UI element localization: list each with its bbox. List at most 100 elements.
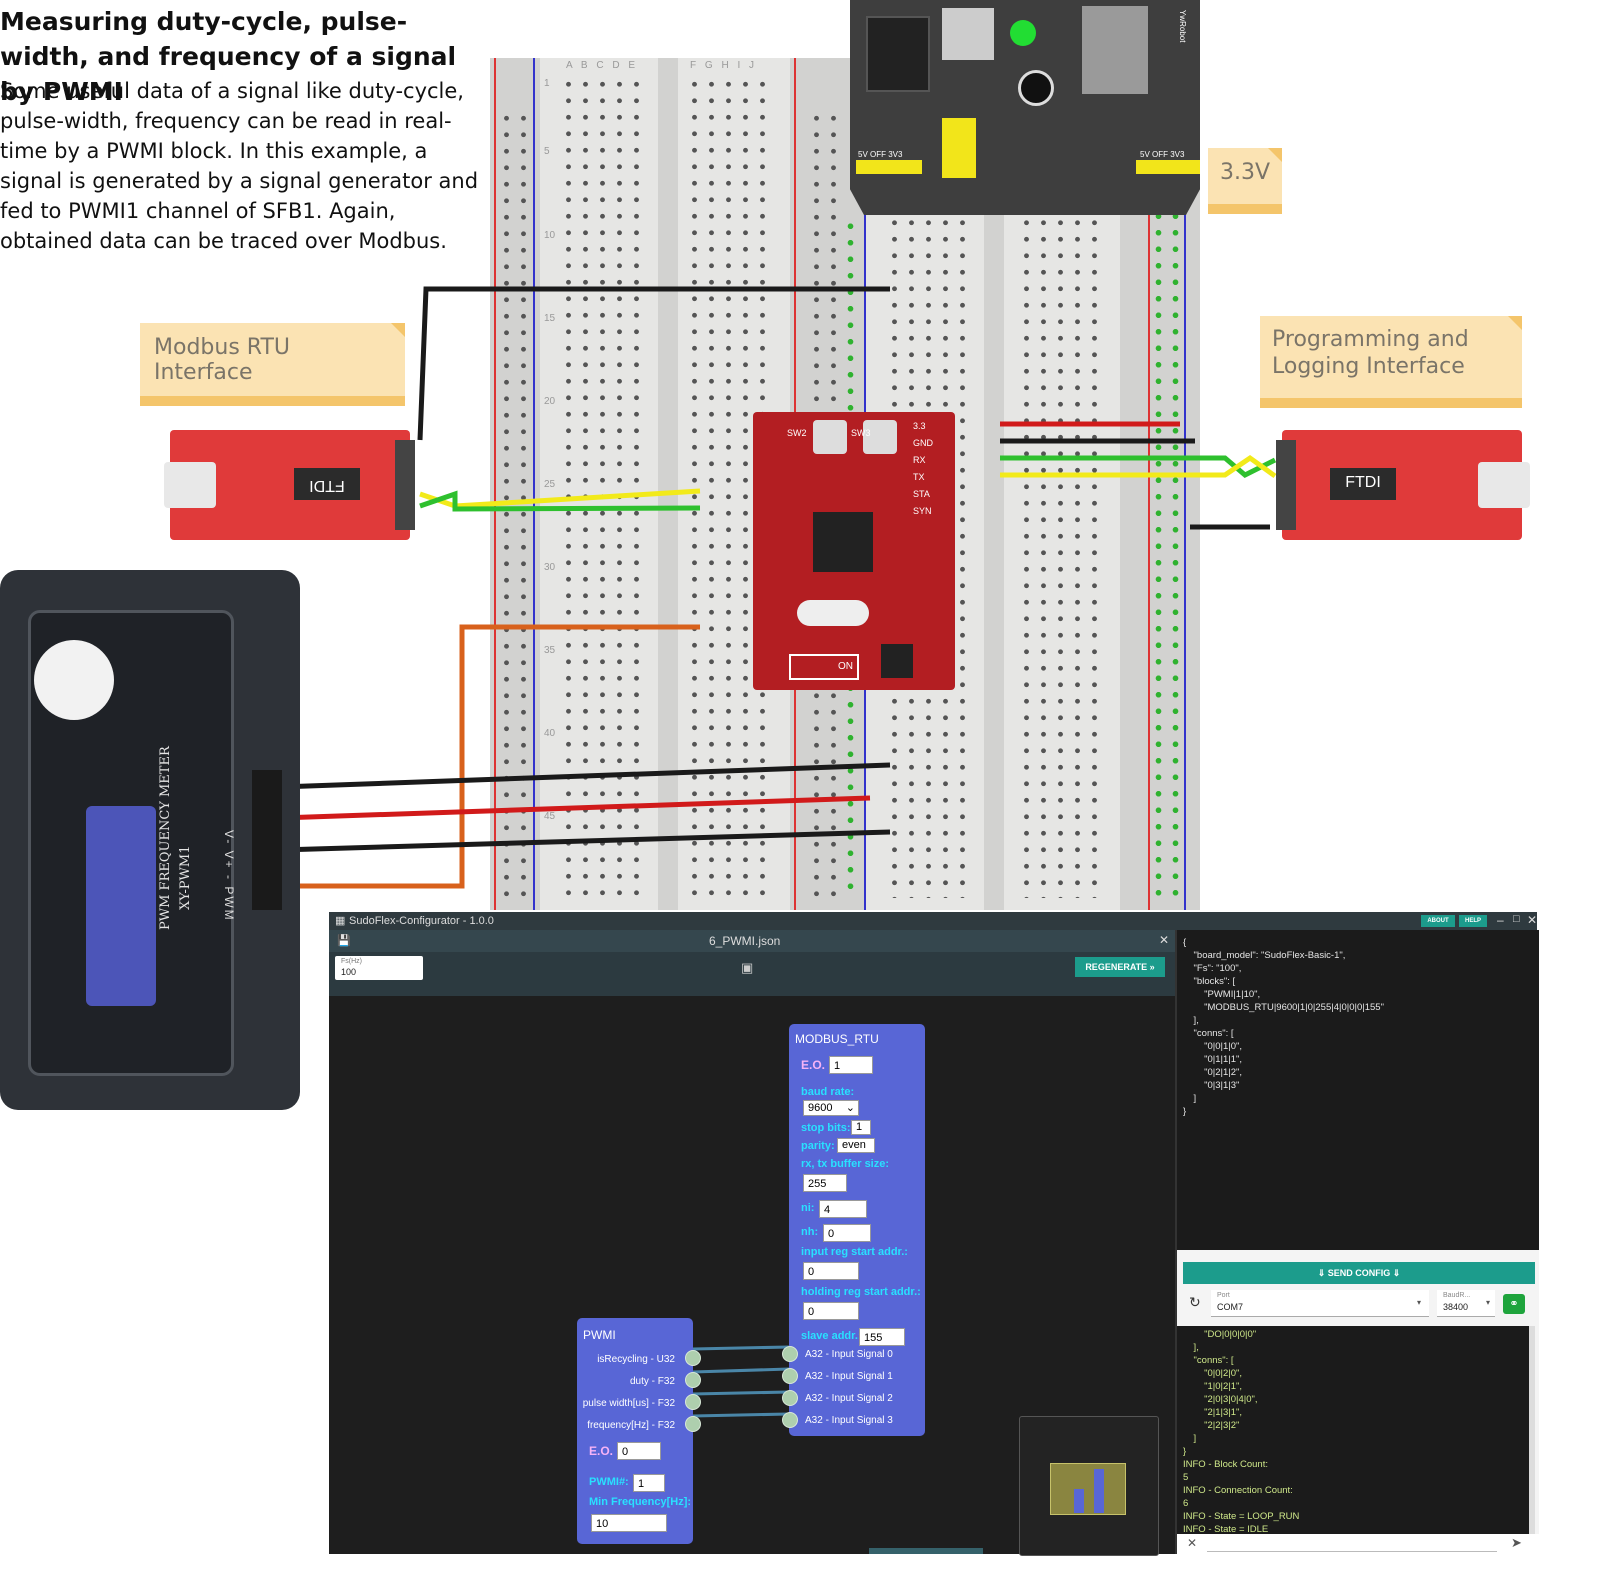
connect-link-icon[interactable]: ⚭ [1503, 1294, 1525, 1314]
window-titlebar: ▦ SudoFlex-Configurator - 1.0.0 ABOUT HE… [329, 912, 1537, 930]
command-input[interactable] [1207, 1536, 1497, 1552]
holding-reg-label: holding reg start addr.: [801, 1286, 921, 1298]
wiring [279, 286, 1277, 889]
json-line: "Fs": "100", [1183, 963, 1242, 974]
minimap[interactable] [1019, 1416, 1159, 1556]
eo-label: E.O. [589, 1444, 614, 1458]
log-line: ] [1183, 1433, 1197, 1444]
port-select[interactable]: Port COM7 ▾ [1211, 1290, 1429, 1317]
log-line: INFO - State = IDLE [1183, 1524, 1269, 1535]
close-tab-icon[interactable]: ✕ [1159, 933, 1170, 947]
note-voltage: 3.3V [1208, 148, 1282, 214]
wire-yellow-right [1000, 454, 1277, 479]
log-line: INFO - Connection Count: [1183, 1485, 1293, 1496]
wire-black-top [417, 286, 890, 441]
input-reg-label: input reg start addr.: [801, 1246, 908, 1258]
output-port-dot[interactable] [685, 1416, 701, 1432]
rail-select-label: 5V OFF 3V3 [858, 150, 903, 159]
parity-select[interactable]: even [837, 1138, 875, 1153]
stop-bits-select[interactable]: 1 [851, 1120, 871, 1135]
input-reg-input[interactable]: 0 [803, 1262, 859, 1280]
meter-model-code: XY-PWM1 [178, 845, 193, 911]
ftdi-chip-label: FTDI [294, 468, 360, 500]
horizontal-scrollbar[interactable] [869, 1548, 983, 1554]
breadboard-row-number: 15 [544, 313, 556, 324]
ni-input[interactable]: 4 [819, 1200, 867, 1218]
nh-input[interactable]: 0 [823, 1224, 871, 1242]
eo-input[interactable]: 1 [829, 1056, 873, 1074]
buffer-size-label: rx, tx buffer size: [801, 1158, 890, 1170]
breadboard-columns-right: F G H I J [690, 60, 757, 71]
stop-bits-label: stop bits: [801, 1122, 851, 1134]
breadboard-row-number: 25 [544, 479, 556, 490]
usb-connector-icon [164, 462, 216, 508]
maximize-icon[interactable]: □ [1513, 913, 1520, 925]
breadboard-row-number: 10 [544, 230, 556, 241]
regenerate-button[interactable]: REGENERATE » [1075, 957, 1165, 977]
minimap-viewport[interactable] [1050, 1463, 1126, 1515]
output-port-label: isRecycling - U32 [597, 1354, 675, 1365]
pwmi-node[interactable]: PWMI isRecycling - U32 duty - F32 pulse … [577, 1318, 701, 1544]
note-programming-line1: Programming and [1272, 327, 1469, 352]
output-port-dot[interactable] [685, 1372, 701, 1388]
chevron-down-icon: ▾ [1485, 1298, 1490, 1307]
pwm-frequency-meter: PWM FREQUENCY METER XY-PWM1 V- V+ - PWM [0, 570, 300, 1110]
log-line: "2|2|3|2" [1183, 1420, 1240, 1431]
fit-view-icon[interactable]: ▣ [741, 960, 754, 975]
eo-input[interactable]: 0 [617, 1442, 661, 1460]
node-title: MODBUS_RTU [795, 1032, 879, 1046]
breadboard-row-number: 40 [544, 728, 556, 739]
wire-black-meter-2 [279, 829, 891, 853]
breadboard-row-number: 30 [544, 562, 556, 573]
node-editor-canvas[interactable]: MODBUS_RTU E.O. 1 baud rate: 9600⌄ stop … [329, 996, 1175, 1556]
buffer-size-input[interactable]: 255 [803, 1174, 847, 1192]
log-scrollbar[interactable] [1529, 1326, 1535, 1534]
json-line: ] [1183, 1093, 1197, 1104]
close-icon[interactable]: ✕ [1527, 913, 1538, 927]
document-tab[interactable]: 6_PWMI.json [709, 934, 781, 948]
wire-yellow-left [419, 488, 701, 509]
board-label: SW3 [851, 428, 871, 438]
holding-reg-input[interactable]: 0 [803, 1302, 859, 1320]
input-port-dot[interactable] [782, 1346, 798, 1362]
refresh-icon[interactable]: ↻ [1189, 1294, 1201, 1310]
output-port-dot[interactable] [685, 1394, 701, 1410]
note-voltage-text: 3.3V [1220, 160, 1271, 185]
breadboard-columns-left: A B C D E [566, 60, 639, 71]
fs-label: Fs(Hz) [341, 958, 362, 965]
json-line: "board_model": "SudoFlex-Basic-1", [1183, 950, 1346, 961]
save-icon[interactable]: 💾 [337, 935, 351, 947]
help-button[interactable]: HELP [1459, 915, 1487, 927]
eo-label: E.O. [801, 1058, 826, 1072]
fs-input[interactable]: Fs(Hz) 100 [335, 956, 423, 980]
send-icon[interactable]: ➤ [1511, 1535, 1522, 1550]
output-port-dot[interactable] [685, 1350, 701, 1366]
min-frequency-input[interactable]: 10 [591, 1514, 667, 1532]
input-port-label: A32 - Input Signal 1 [805, 1371, 893, 1382]
json-preview-text: { "board_model": "SudoFlex-Basic-1", "Fs… [1183, 936, 1384, 1118]
output-port-label: frequency[Hz] - F32 [587, 1420, 675, 1431]
boot-button [863, 420, 897, 454]
jumper-header [942, 118, 976, 178]
input-port-dot[interactable] [782, 1390, 798, 1406]
input-port-dot[interactable] [782, 1412, 798, 1428]
json-line: } [1183, 1106, 1187, 1117]
meter-pin-labels: V- V+ - PWM [222, 830, 236, 922]
baud-rate-select[interactable]: BaudR... 38400 ▾ [1437, 1290, 1495, 1317]
clear-icon[interactable]: ✕ [1187, 1536, 1198, 1550]
slave-addr-label: slave addr.: [801, 1330, 862, 1342]
minimize-icon[interactable]: – [1497, 913, 1504, 927]
about-button[interactable]: ABOUT [1421, 915, 1455, 927]
power-switch: ON [789, 654, 859, 680]
log-line: ], [1183, 1342, 1199, 1353]
ftdi-adapter-left: FTDI [164, 430, 415, 540]
input-port-dot[interactable] [782, 1368, 798, 1384]
note-modbus-text: Modbus RTU Interface [154, 335, 290, 385]
slave-addr-input[interactable]: 155 [859, 1328, 905, 1346]
modbus-rtu-node[interactable]: MODBUS_RTU E.O. 1 baud rate: 9600⌄ stop … [782, 1024, 925, 1436]
send-config-button[interactable]: ⇓ SEND CONFIG ⇓ [1183, 1262, 1535, 1284]
pwmi-number-input[interactable]: 1 [633, 1474, 665, 1492]
toolbar: Fs(Hz) 100 ▣ REGENERATE » [329, 952, 1175, 996]
baud-select[interactable]: 9600⌄ [803, 1100, 859, 1116]
serial-panel: ⇓ SEND CONFIG ⇓ ↻ Port COM7 ▾ BaudR... 3… [1175, 1250, 1539, 1554]
